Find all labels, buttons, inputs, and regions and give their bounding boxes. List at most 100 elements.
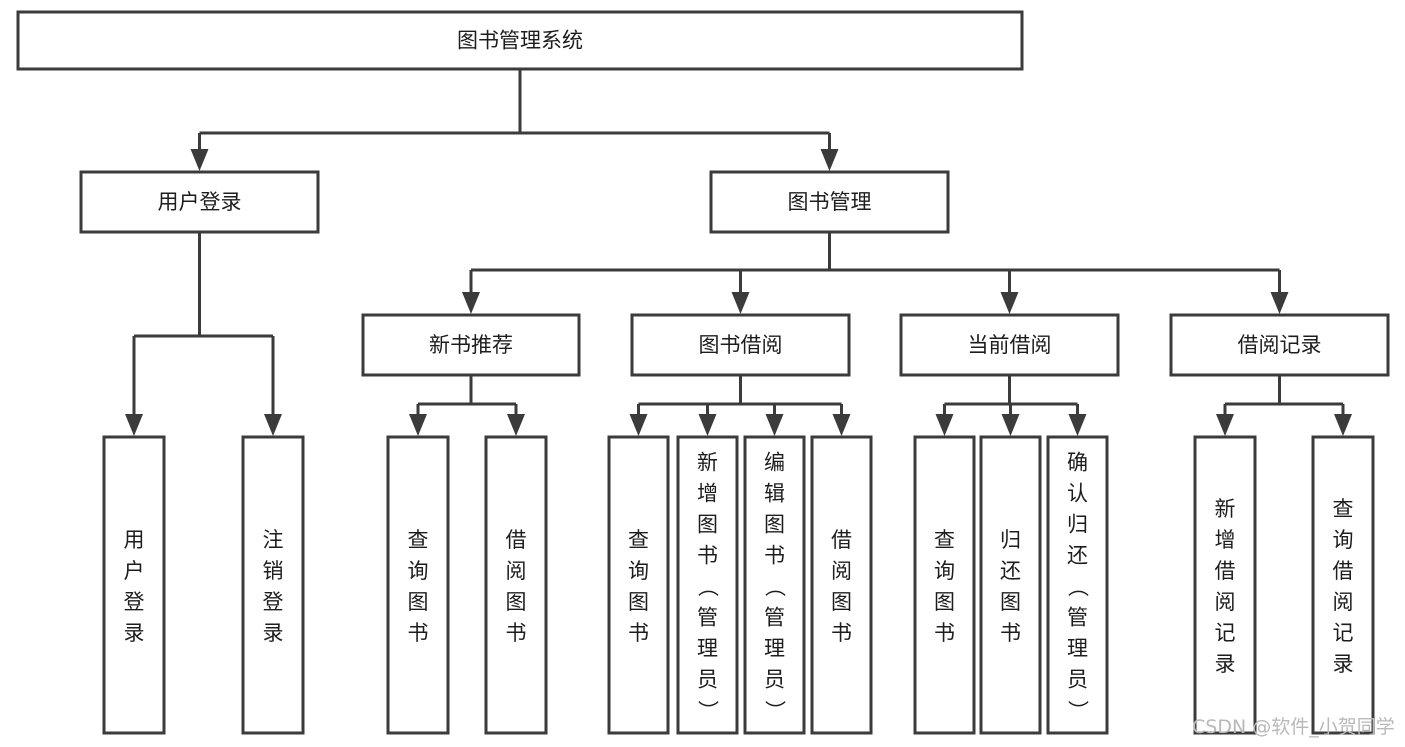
label-char: 登 [124, 590, 145, 614]
label-char: （ [763, 576, 787, 597]
label-char: 注 [263, 528, 284, 552]
label-char: 还 [1067, 544, 1088, 568]
label-char: 借 [1333, 559, 1354, 583]
arrow-head-icon-borrow-record [1270, 292, 1289, 314]
node-new-book-recommend[interactable]: 新书推荐 [361, 313, 581, 377]
label-char: 查 [934, 528, 955, 552]
node-box-new-book-recommend [361, 313, 581, 377]
label-char: 增 [1215, 528, 1236, 552]
node-box-root [16, 10, 1024, 71]
arrow-head-icon-leaf-query-book-cur [935, 414, 954, 436]
arrow-head-icon-leaf-query-book-borrow [629, 414, 648, 436]
node-box-leaf-edit-book [743, 435, 806, 735]
label-char: 新 [697, 451, 718, 475]
node-book-manage[interactable]: 图书管理 [709, 170, 950, 234]
label-char: 编 [764, 451, 785, 475]
label-char: 还 [1000, 559, 1021, 583]
arrow-head-icon-leaf-borrow-book [832, 414, 851, 436]
label-char: 管 [764, 606, 785, 630]
arrow-head-icon-book-manage [820, 149, 839, 171]
node-box-book-manage [709, 170, 950, 234]
label-char: 书 [1000, 621, 1021, 645]
label-char: 增 [697, 482, 718, 506]
label-char: 图 [408, 590, 429, 614]
connector-layer [125, 69, 1352, 436]
label-char: （ [1066, 576, 1090, 597]
arrow-head-icon-new-book-recommend [462, 292, 480, 314]
label-char: ） [763, 700, 787, 721]
node-box-borrow-record [1169, 313, 1390, 377]
label-char: 归 [1000, 528, 1021, 552]
node-current-borrow[interactable]: 当前借阅 [899, 313, 1120, 377]
label-char: 录 [1333, 652, 1354, 676]
label-char: 书 [697, 544, 718, 568]
arrow-head-icon-leaf-user-login [125, 414, 143, 436]
label-char: 借 [506, 528, 527, 552]
node-leaf-user-login[interactable]: 用户登录 [102, 435, 166, 735]
label-char: 管 [1067, 606, 1088, 630]
label-char: 借 [831, 528, 852, 552]
label-char: 书 [831, 621, 852, 645]
node-borrow-record[interactable]: 借阅记录 [1169, 313, 1390, 377]
label-char: 销 [263, 559, 284, 583]
label-char: 图 [506, 590, 527, 614]
label-char: 理 [1067, 637, 1088, 661]
label-char: 图 [1000, 590, 1021, 614]
node-box-leaf-add-record [1193, 435, 1257, 735]
node-box-leaf-query-book-borrow [607, 435, 670, 735]
node-label-root: 图书管理系统 [457, 29, 583, 53]
node-box-leaf-query-book-cur [913, 435, 976, 735]
label-char: 户 [124, 559, 145, 583]
label-char: ） [1066, 700, 1090, 721]
arrow-head-icon-leaf-add-book [698, 414, 717, 436]
label-char: 阅 [1333, 590, 1354, 614]
csdn-watermark: CSDN @软件_小贺同学 [1192, 716, 1395, 738]
node-root[interactable]: 图书管理系统 [16, 10, 1024, 71]
label-char: 新 [1215, 497, 1236, 521]
node-label-borrow-record: 借阅记录 [1238, 333, 1322, 357]
node-label-current-borrow: 当前借阅 [968, 333, 1052, 357]
label-char: 阅 [831, 559, 852, 583]
label-char: 阅 [1215, 590, 1236, 614]
label-char: 用 [124, 528, 145, 552]
label-char: ） [696, 700, 720, 721]
arrow-head-icon-book-borrow [731, 292, 750, 314]
node-box-leaf-confirm-return [1046, 435, 1109, 735]
node-box-book-borrow [630, 313, 851, 377]
label-char: 书 [934, 621, 955, 645]
label-char: 图 [831, 590, 852, 614]
node-box-leaf-user-login [102, 435, 166, 735]
node-book-borrow[interactable]: 图书借阅 [630, 313, 851, 377]
label-char: （ [696, 576, 720, 597]
label-char: 询 [408, 559, 429, 583]
node-box-leaf-user-logout [241, 435, 305, 735]
label-char: 管 [697, 606, 718, 630]
node-label-new-book-recommend: 新书推荐 [429, 333, 513, 357]
label-char: 书 [628, 621, 649, 645]
node-label-book-borrow: 图书借阅 [699, 333, 783, 357]
arrow-head-icon-leaf-add-record [1216, 414, 1234, 436]
node-user-login[interactable]: 用户登录 [79, 170, 320, 234]
arrow-head-icon-leaf-edit-book [765, 414, 784, 436]
label-char: 录 [1215, 652, 1236, 676]
arrow-head-icon-leaf-query-book-rec [409, 414, 427, 436]
